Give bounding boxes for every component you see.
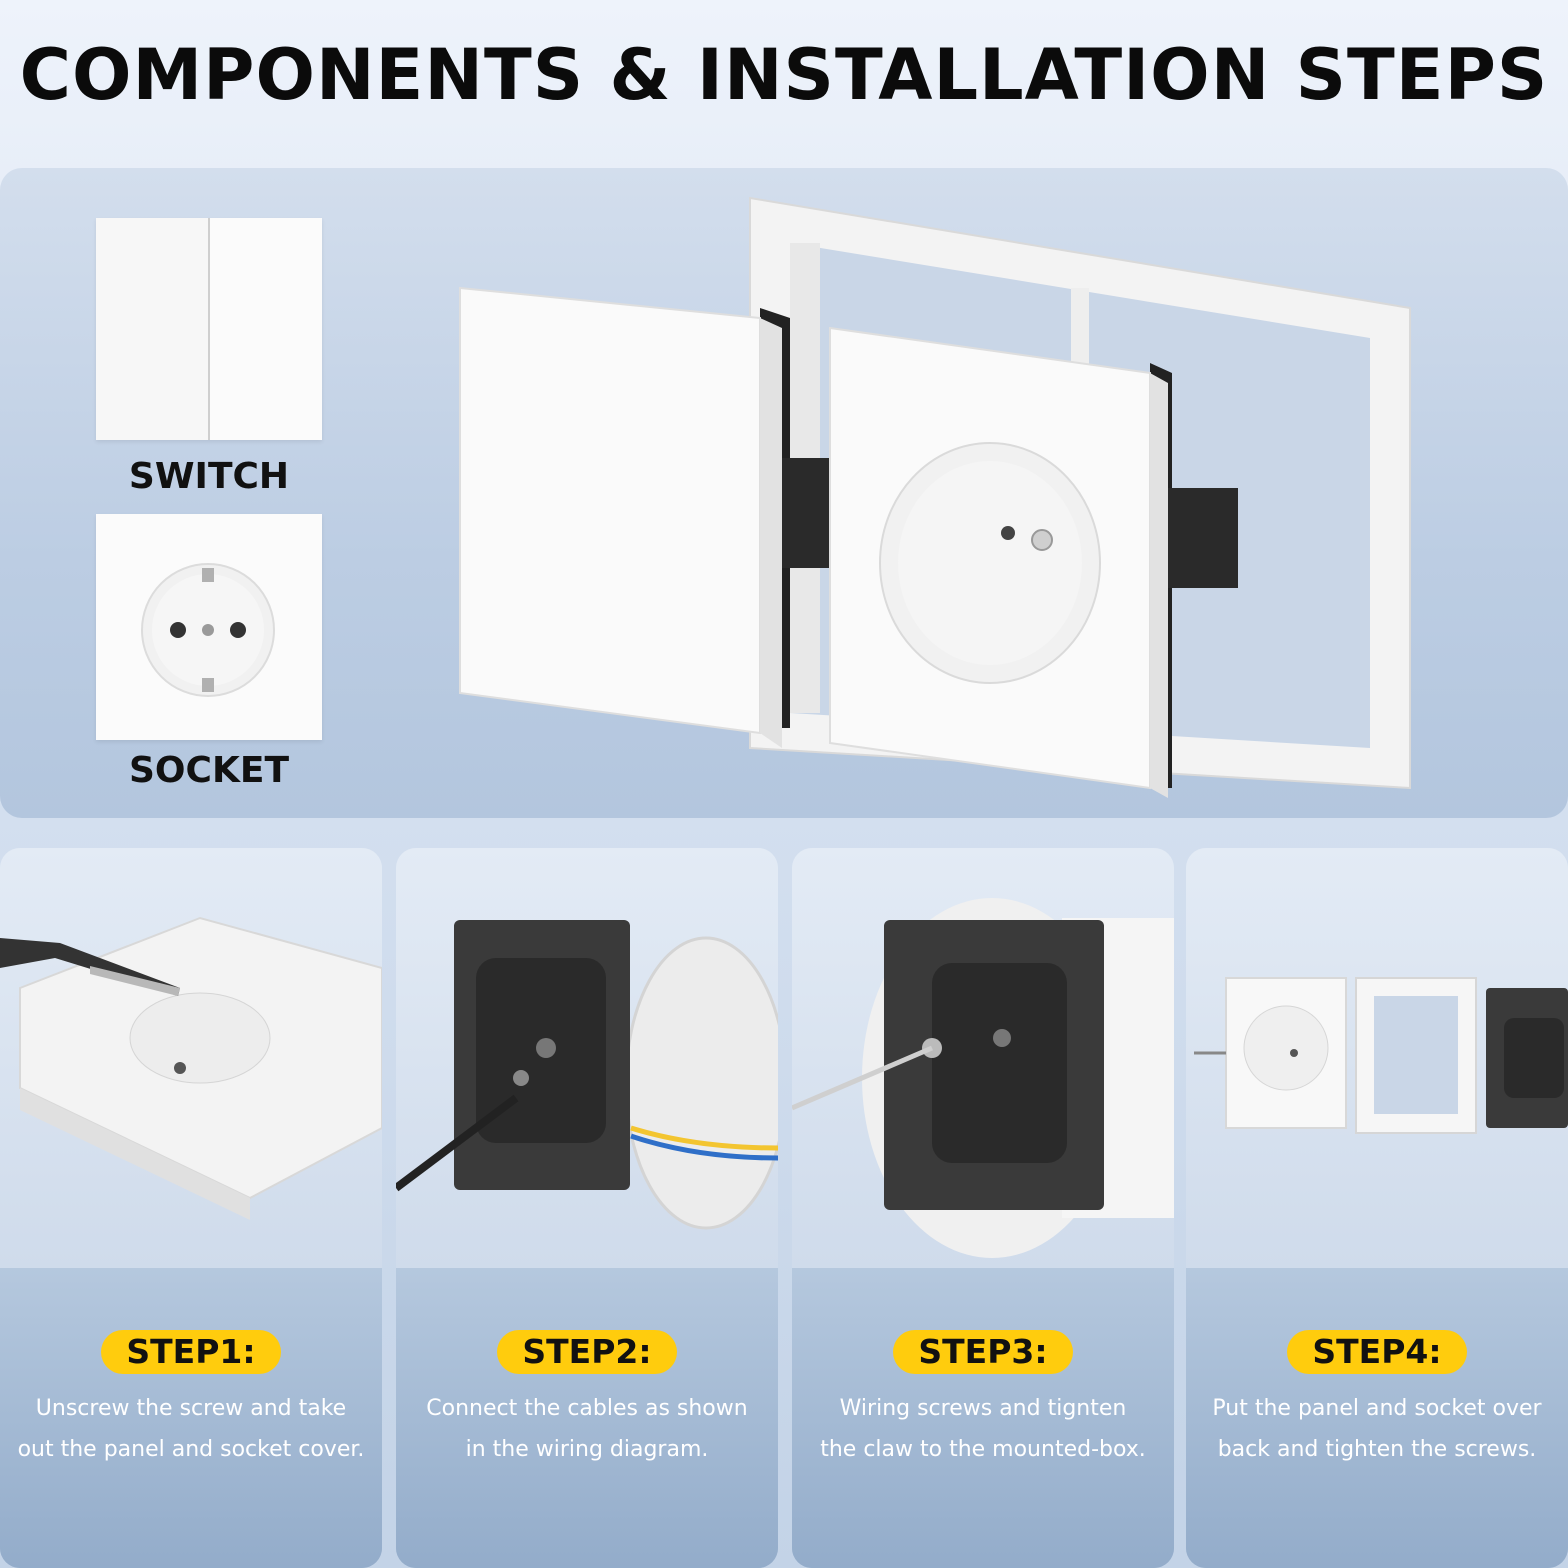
assembly-illustration	[459, 196, 1411, 798]
step-description-3: Wiring screws and tignten the claw to th…	[802, 1388, 1164, 1470]
step-2-line-2: in the wiring diagram.	[465, 1437, 709, 1462]
step-card-1: STEP1: Unscrew the screw and take out th…	[0, 848, 382, 1568]
step-badge-1: STEP1:	[101, 1330, 281, 1374]
step-description-4: Put the panel and socket over back and t…	[1196, 1388, 1558, 1470]
step-description-1: Unscrew the screw and take out the panel…	[10, 1388, 372, 1470]
step-photo-1	[0, 848, 382, 1268]
switch-thumbnail	[96, 218, 322, 440]
step-description-2: Connect the cables as shown in the wirin…	[406, 1388, 768, 1470]
wiring-module-icon	[396, 920, 778, 1230]
step-badge-4: STEP4:	[1287, 1330, 1467, 1374]
step-bottom-2	[396, 1268, 778, 1568]
page-title: COMPONENTS & INSTALLATION STEPS	[19, 34, 1549, 116]
step-1-line-2: out the panel and socket cover.	[17, 1437, 365, 1462]
components-panel: SWITCH SOCKET	[0, 168, 1568, 818]
step-2-line-1: Connect the cables as shown	[426, 1396, 748, 1421]
socket-icon	[96, 514, 322, 740]
step-bottom-4	[1186, 1268, 1568, 1568]
mounting-box-icon	[792, 898, 1174, 1258]
step-photo-3	[792, 848, 1174, 1268]
step-badge-2: STEP2:	[497, 1330, 677, 1374]
step-1-line-1: Unscrew the screw and take	[35, 1396, 347, 1421]
step-3-line-1: Wiring screws and tignten	[839, 1396, 1127, 1421]
socket-label: SOCKET	[129, 750, 289, 791]
switch-label: SWITCH	[128, 456, 290, 497]
step-card-3: STEP3: Wiring screws and tignten the cla…	[792, 848, 1174, 1568]
step-3-line-2: the claw to the mounted-box.	[820, 1437, 1146, 1462]
step-badge-3: STEP3:	[893, 1330, 1073, 1374]
steps-section: STEP1: Unscrew the screw and take out th…	[0, 848, 1568, 1568]
step-4-line-1: Put the panel and socket over	[1212, 1396, 1542, 1421]
step-4-line-2: back and tighten the screws.	[1217, 1437, 1537, 1462]
screwdriver-panel-icon	[0, 916, 382, 1220]
switch-icon	[96, 218, 322, 440]
step-bottom-1	[0, 1268, 382, 1568]
step-card-4: STEP4: Put the panel and socket over bac…	[1186, 848, 1568, 1568]
step-photo-4	[1186, 848, 1568, 1268]
step-photo-2	[396, 848, 778, 1268]
socket-thumbnail	[96, 514, 322, 740]
step-bottom-3	[792, 1268, 1174, 1568]
step-card-2: STEP2: Connect the cables as shown in th…	[396, 848, 778, 1568]
reassembly-icon	[1194, 977, 1568, 1134]
